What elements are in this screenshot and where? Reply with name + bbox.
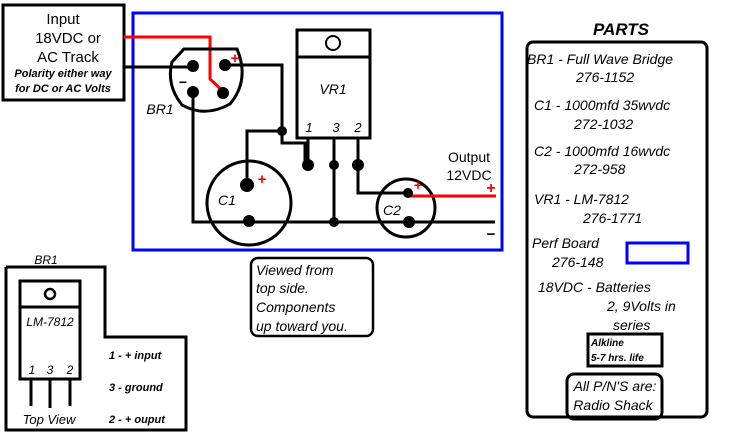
junction-dot xyxy=(329,160,339,170)
br1-plus-mark: + xyxy=(231,50,240,67)
viewed-note: Viewed from top side. Components up towa… xyxy=(249,256,375,338)
vr1-body xyxy=(295,28,372,140)
part-number: 272-1032 xyxy=(573,116,633,132)
part-name: BR1 - Full Wave Bridge xyxy=(527,51,673,67)
footer-line: All P/N'S are: xyxy=(573,378,657,394)
br1-pin-ac1 xyxy=(187,60,199,72)
input-box: Input 18VDC or AC Track Polarity either … xyxy=(1,3,126,102)
polarity-note-1: Polarity either way xyxy=(14,68,112,80)
battery-line: 18VDC - Batteries xyxy=(538,279,651,295)
battery-line: series xyxy=(613,317,650,333)
pinout-diagram: BR1 LM-7812 1 3 2 Top View 1 - + input 3… xyxy=(4,253,188,432)
viewed-note-line: Viewed from xyxy=(256,262,334,278)
footer-line: Radio Shack xyxy=(573,397,653,413)
part-number: 276-1152 xyxy=(575,69,634,85)
junction-dot xyxy=(277,126,287,136)
vr1-pin1-label: 1 xyxy=(305,120,312,135)
output-labels: Output 12VDC + − xyxy=(446,149,495,243)
input-wire-red xyxy=(124,35,228,96)
pinout-legend-item: 1 - + input xyxy=(109,350,163,362)
br1-pin-negative xyxy=(187,86,199,98)
junctions xyxy=(277,126,364,227)
vr1-mount-hole xyxy=(325,35,341,51)
c2-pin-positive xyxy=(403,188,413,198)
pinout-title: BR1 xyxy=(34,253,57,267)
perf-board-swatch xyxy=(625,241,690,265)
br1-label: BR1 xyxy=(146,101,173,117)
part-number: 276-148 xyxy=(551,254,604,270)
viewed-note-line: up toward you. xyxy=(256,318,348,334)
pinout-pin-label: 3 xyxy=(47,363,54,377)
junction-dot xyxy=(302,159,314,171)
c2-plus-mark: + xyxy=(414,177,422,193)
parts-title: PARTS xyxy=(593,20,650,39)
c1-pin-negative xyxy=(243,215,255,227)
polarity-note-2: for DC or AC Volts xyxy=(15,83,111,95)
br1-minus-mark: − xyxy=(179,74,187,90)
part-name: VR1 - LM-7812 xyxy=(534,191,629,207)
pinout-legend-item: 3 - ground xyxy=(109,382,163,394)
alkaline-line: Alkline xyxy=(590,338,624,349)
c2-pin-negative xyxy=(403,216,415,228)
part-name: C2 - 1000mfd 16wvdc xyxy=(534,143,670,159)
part-number: 276-1771 xyxy=(582,210,642,226)
c1-capacitor: + C1 xyxy=(205,159,293,247)
input-label: Input xyxy=(46,11,80,28)
junction-dot xyxy=(352,159,364,171)
vr1-regulator: VR1 1 3 2 xyxy=(295,28,372,140)
br1-pin-positive xyxy=(219,59,231,71)
alkaline-box xyxy=(586,332,664,368)
viewed-note-line: top side. xyxy=(256,280,309,296)
output-label: Output xyxy=(448,149,490,165)
pinout-pin-label: 2 xyxy=(66,363,74,377)
alkaline-line: 5-7 hrs. life xyxy=(591,353,644,364)
br1-body xyxy=(168,47,244,113)
part-number: 272-958 xyxy=(573,161,626,177)
output-plus-mark: + xyxy=(486,180,495,197)
c1-label: C1 xyxy=(218,192,236,208)
c1-positive-wire xyxy=(245,129,282,183)
c1-body xyxy=(205,159,293,247)
vr1-pin3-label: 3 xyxy=(332,120,340,135)
input-type: AC Track xyxy=(37,49,99,66)
br1-bridge: + − BR1 xyxy=(146,47,244,117)
pinout-mount-hole xyxy=(43,287,57,301)
c1-plus-mark: + xyxy=(258,171,267,188)
output-voltage: 12VDC xyxy=(446,167,491,183)
viewed-note-outline xyxy=(249,256,375,338)
part-name: Perf Board xyxy=(532,235,600,251)
parts-outline xyxy=(525,40,709,419)
pinout-outline xyxy=(4,265,188,432)
pinout-chip-label: LM-7812 xyxy=(26,315,74,329)
pinout-caption: Top View xyxy=(23,412,77,427)
input-box-outline xyxy=(1,3,126,102)
junction-dot xyxy=(329,217,339,227)
vr1-pin2-label: 2 xyxy=(353,120,362,135)
c2-label: C2 xyxy=(383,202,401,218)
c1-pin-positive xyxy=(240,178,254,192)
br1-positive-wire xyxy=(228,63,307,165)
vr1-label: VR1 xyxy=(319,81,346,97)
footer-box xyxy=(565,372,664,421)
battery-line: 2, 9Volts in xyxy=(606,298,676,314)
c2-capacitor: + C2 xyxy=(358,177,496,239)
input-voltage: 18VDC or xyxy=(35,30,101,47)
br1-pin-ac2 xyxy=(217,87,229,99)
pinout-legend-item: 2 - + ouput xyxy=(108,414,166,426)
parts-list: PARTS BR1 - Full Wave Bridge 276-1152 C1… xyxy=(525,20,709,421)
output-minus-mark: − xyxy=(487,226,496,243)
perf-board-outline xyxy=(131,11,504,252)
pinout-pin-label: 1 xyxy=(29,363,36,377)
viewed-note-line: Components xyxy=(256,299,335,315)
part-name: C1 - 1000mfd 35wvdc xyxy=(534,97,670,113)
